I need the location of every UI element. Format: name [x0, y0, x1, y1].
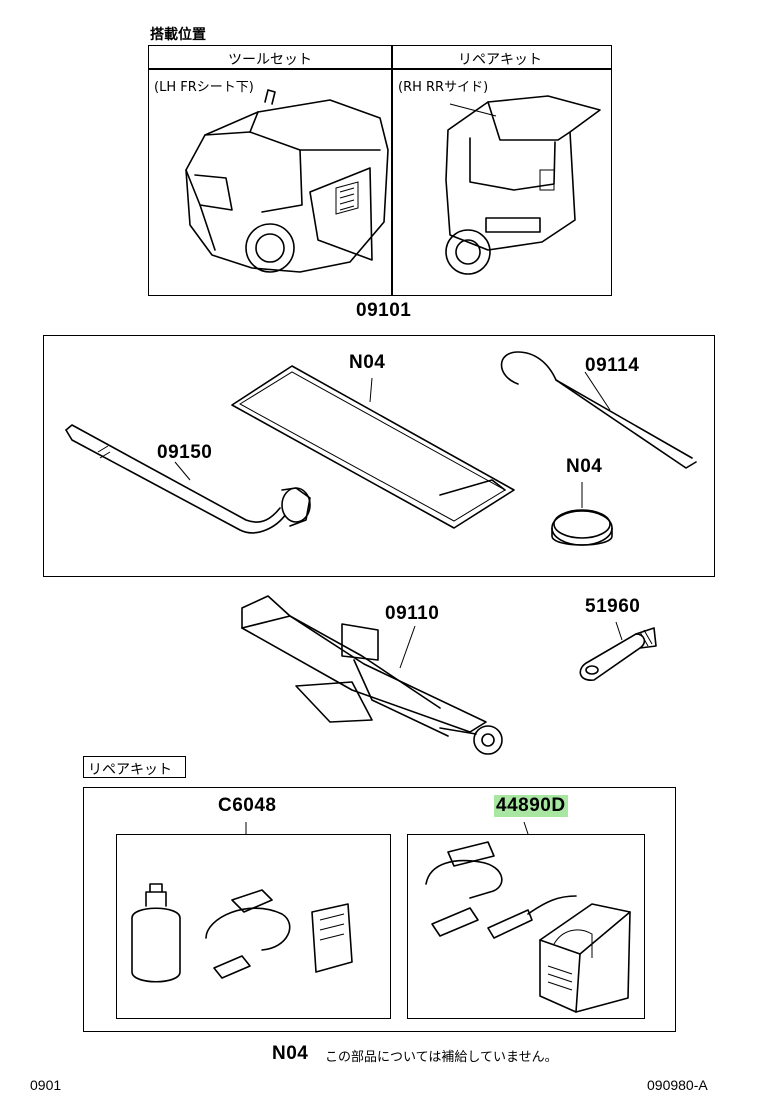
tool-bag-illustration [231, 365, 515, 529]
location-heading: 搭載位置 [150, 27, 206, 43]
tool-bag-label[interactable]: N04 [349, 352, 386, 373]
repair-kit-box [83, 787, 676, 1032]
repair-kit-tag-label: リペアキット [88, 762, 172, 778]
tow-eye-illustration [579, 621, 657, 681]
tool-set-part-number[interactable]: 09101 [356, 300, 412, 321]
sealant-kit-box [116, 834, 391, 1019]
repair-kit-title: リペアキット [458, 52, 542, 68]
footer-page-left: 0901 [30, 1077, 62, 1093]
adapter-ring-illustration [551, 482, 613, 546]
tow-eye-part-number[interactable]: 51960 [585, 596, 641, 617]
location-header-line [148, 68, 612, 70]
repair-kit-tag [83, 756, 186, 778]
tool-set-box [43, 335, 715, 577]
car-front-seat-illustration [185, 89, 389, 273]
car-rear-side-illustration [445, 95, 601, 275]
footnote-text: この部品については補給していません。 [325, 1050, 558, 1065]
compressor-kit-part-number[interactable]: 44890D [494, 795, 568, 817]
footer-diagram-id: 090980-A [647, 1077, 708, 1093]
tool-set-title: ツールセット [228, 52, 312, 68]
compressor-kit-illustration [425, 821, 631, 1013]
footnote-code: N04 [272, 1043, 309, 1064]
wheel-wrench-illustration [65, 424, 311, 534]
wheel-wrench-label[interactable]: 09150 [157, 442, 213, 463]
location-panel [148, 45, 612, 296]
jack-part-number[interactable]: 09110 [385, 603, 440, 624]
compressor-kit-box [407, 834, 645, 1019]
tool-set-location-note: (LH FRシート下) [154, 80, 254, 95]
scissor-jack-illustration [241, 595, 503, 755]
jack-handle-hook-illustration [500, 351, 697, 469]
sealant-kit-part-number[interactable]: C6048 [218, 795, 277, 816]
adapter-ring-label[interactable]: N04 [566, 456, 603, 477]
location-divider [391, 45, 393, 296]
repair-kit-location-note: (RH RRサイド) [398, 80, 489, 95]
sealant-kit-illustration [131, 822, 353, 983]
jack-handle-hook-label[interactable]: 09114 [585, 355, 640, 376]
